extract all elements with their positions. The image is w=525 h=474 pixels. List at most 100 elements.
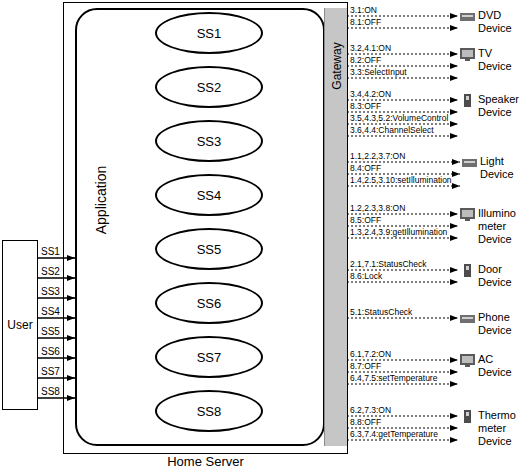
device-node: AC Device (458, 352, 522, 392)
flow-arrow (38, 257, 75, 258)
flow-arrow (38, 297, 75, 298)
message-label: 6.2,7.3:ON (350, 406, 391, 415)
service-name: SS8 (197, 404, 222, 419)
service-name: SS3 (197, 134, 222, 149)
message-label: 8.7:OFF (350, 362, 381, 371)
message-label: 3.4,4.2:ON (350, 90, 391, 99)
flow-label: SS6 (41, 346, 60, 357)
message-label: 6.1,7.2:ON (350, 350, 391, 359)
message-arrow (347, 225, 458, 226)
service-ellipse: SS5 (155, 228, 263, 270)
device-name: TV Device (458, 46, 522, 73)
message-label: 3.6,4.4:ChannelSelect (350, 126, 434, 135)
flow-label: SS3 (41, 286, 60, 297)
device-name: Illumino meter Device (458, 206, 522, 246)
device-name: Speaker Device (458, 92, 522, 119)
device-node: DVD Device (458, 8, 522, 39)
message-arrow (347, 415, 458, 416)
message-label: 8.5:OFF (350, 216, 381, 225)
device-node: Speaker Device (458, 92, 522, 144)
device-icon (459, 9, 476, 24)
service-ellipse: SS2 (155, 66, 263, 108)
message-arrow (347, 237, 458, 238)
message-label: 6.3,7.4:getTemperature (350, 430, 438, 439)
service-name: SS2 (197, 80, 222, 95)
message-arrow (347, 213, 458, 214)
message-label: 8.8:OFF (350, 418, 381, 427)
application-box: Application SS1SS2SS3SS4SS5SS6SS7SS8 (75, 8, 325, 446)
device-name: AC Device (458, 352, 522, 379)
service-ellipse: SS6 (155, 282, 263, 324)
message-label: 3.2,4.1:ON (350, 44, 391, 53)
device-node: Phone Device (458, 310, 522, 341)
message-label: 1.3,2.4,3.9:getIllumination (350, 228, 447, 237)
flow-label: SS4 (41, 306, 60, 317)
message-arrow (347, 135, 458, 136)
flow-arrow (38, 377, 75, 378)
message-arrow (347, 15, 458, 16)
message-arrow (347, 77, 458, 78)
application-label: Application (93, 166, 109, 235)
flow-arrow (38, 317, 75, 318)
device-node: TV Device (458, 46, 522, 86)
message-arrow (347, 99, 458, 100)
gateway-band: Gateway (324, 8, 347, 446)
flow-label: SS2 (41, 266, 60, 277)
device-icon (459, 207, 476, 222)
message-arrow (347, 53, 458, 54)
device-node: Illumino meter Device (458, 206, 522, 250)
device-icon (459, 93, 476, 108)
message-arrow (347, 281, 458, 282)
service-name: SS1 (197, 26, 222, 41)
message-arrow (347, 27, 458, 28)
server-heading: Home Server (64, 454, 347, 469)
message-arrow (347, 65, 458, 66)
message-label: 8.6:Lock (350, 272, 382, 281)
service-name: SS5 (197, 242, 222, 257)
device-icon (459, 311, 476, 326)
service-name: SS6 (197, 296, 222, 311)
device-name: DVD Device (458, 8, 522, 35)
device-node: Light Device (460, 154, 522, 194)
message-arrow (347, 371, 458, 372)
device-icon (459, 263, 476, 278)
device-name: Door Device (458, 262, 522, 289)
message-arrow (347, 111, 458, 112)
message-label: 3.5,4.3,5.2:VolumeControl (350, 114, 448, 123)
device-icon (461, 155, 478, 170)
service-ellipse: SS1 (155, 12, 263, 54)
message-label: 1.4,2.5,3.10:setIllumination (350, 176, 452, 185)
message-arrow (347, 269, 458, 270)
message-arrow (347, 317, 458, 318)
device-node: Door Device (458, 262, 522, 293)
service-ellipse: SS3 (155, 120, 263, 162)
service-ellipse: SS7 (155, 336, 263, 378)
flow-label: SS5 (41, 326, 60, 337)
device-name: Light Device (460, 154, 522, 181)
message-label: 8.3:OFF (350, 102, 381, 111)
flow-label: SS1 (41, 246, 60, 257)
device-node: Thermo meter Device (458, 408, 522, 452)
actor-box: User (2, 240, 38, 410)
service-name: SS7 (197, 350, 222, 365)
message-arrow (347, 185, 460, 186)
gateway-label: Gateway (329, 42, 343, 89)
flow-label: SS8 (41, 386, 60, 397)
message-arrow (347, 173, 460, 174)
message-label: 2.1,7.1:StatusCheck (350, 260, 427, 269)
service-ellipse: SS8 (155, 390, 263, 432)
actor-name: User (7, 318, 32, 332)
server-box: Home ServerApplicationSS1SS2SS3SS4SS5SS6… (63, 2, 348, 454)
device-name: Thermo meter Device (458, 408, 522, 448)
service-ellipse: SS4 (155, 174, 263, 216)
flow-arrow (38, 337, 75, 338)
message-arrow (347, 383, 458, 384)
flow-label: SS7 (41, 366, 60, 377)
service-name: SS4 (197, 188, 222, 203)
message-arrow (347, 439, 458, 440)
message-arrow (347, 123, 458, 124)
device-icon (459, 353, 476, 368)
device-name: Phone Device (458, 310, 522, 337)
